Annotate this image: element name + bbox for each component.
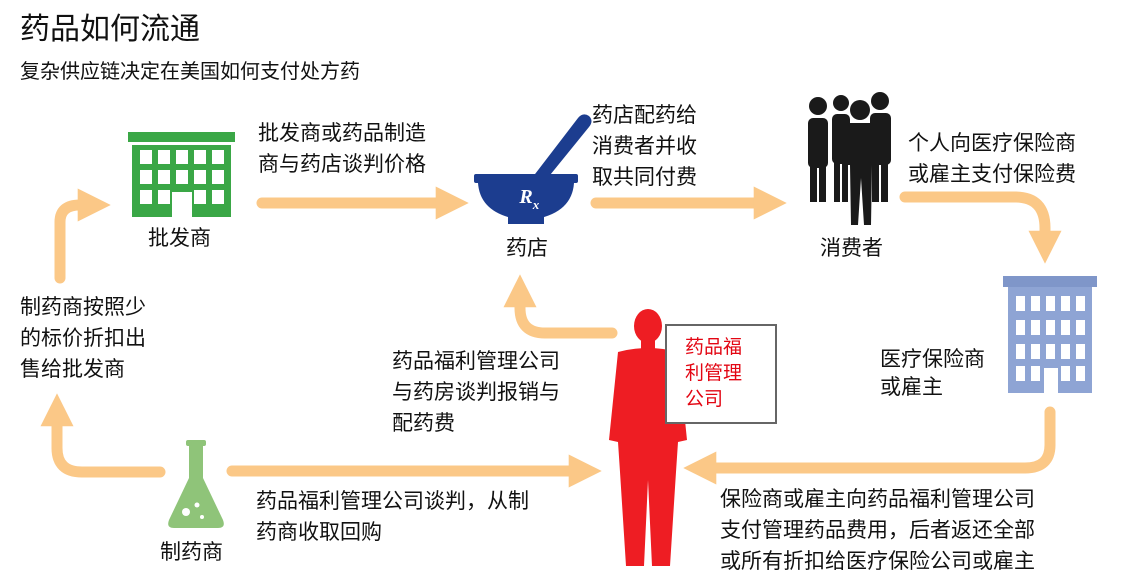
- flow-text-line: 或雇主支付保险费: [908, 162, 1076, 186]
- arrow-insurer-to-pbm: [683, 406, 1056, 485]
- flow-text-line: 支付管理药品费用，后者返还全部: [720, 518, 1035, 542]
- flow-text-consumer-insurer: 个人向医疗保险商 或雇主支付保险费: [908, 128, 1076, 190]
- svg-text:R: R: [518, 186, 532, 208]
- pbm-label-box: 药品福 利管理 公司: [665, 324, 777, 424]
- flow-text-line: 配药费: [392, 411, 455, 435]
- flow-text-line: 保险商或雇主向药品福利管理公司: [720, 487, 1035, 511]
- flow-text-insurer-pbm: 保险商或雇主向药品福利管理公司 支付管理药品费用，后者返还全部 或所有折扣给医疗…: [720, 484, 1035, 577]
- insurer-label: 医疗保险商 或雇主: [880, 345, 985, 401]
- arrow-manufacturer-to-manufacturer-loop: [40, 393, 166, 478]
- flow-text-line: 或所有折扣给医疗保险公司或雇主: [720, 549, 1035, 573]
- manufacturer-label: 制药商: [160, 540, 223, 564]
- flow-text-line: 商与药店谈判价格: [258, 152, 426, 176]
- insurer-label-line: 医疗保险商: [880, 347, 985, 371]
- pbm-label-line: 药品福: [685, 336, 743, 358]
- flow-text-line: 取共同付费: [592, 165, 697, 189]
- flow-text-pbm-pharmacy: 药品福利管理公司 与药房谈判报销与 配药费: [392, 346, 560, 439]
- flow-text-line: 售给批发商: [20, 357, 125, 381]
- page-title: 药品如何流通: [20, 12, 200, 47]
- wholesale-building-icon: [128, 132, 235, 217]
- pbm-label-line: 公司: [685, 388, 724, 410]
- wholesaler-label: 批发商: [148, 226, 211, 250]
- flask-icon: [168, 440, 224, 528]
- page-subtitle: 复杂供应链决定在美国如何支付处方药: [20, 59, 360, 83]
- flow-text-line: 与药房谈判报销与: [392, 380, 560, 404]
- flow-text-line: 批发商或药品制造: [258, 121, 426, 145]
- arrow-manufacturer-to-wholesaler: [54, 188, 111, 284]
- flow-text-line: 药品福利管理公司: [392, 349, 560, 373]
- consumers-silhouette-icon: [808, 92, 891, 225]
- flow-text-line: 药商收取回购: [256, 520, 382, 544]
- flow-text-line: 药店配药给: [592, 103, 697, 127]
- pbm-label-line: 利管理: [685, 362, 743, 384]
- insurer-label-line: 或雇主: [880, 375, 943, 399]
- flow-text-line: 制药商按照少: [20, 295, 146, 319]
- pharmacy-label: 药店: [506, 236, 548, 260]
- flow-text-wholesaler-pharmacy: 批发商或药品制造 商与药店谈判价格: [258, 118, 426, 180]
- svg-text:x: x: [532, 197, 540, 212]
- flow-text-line: 药品福利管理公司谈判，从制: [256, 489, 529, 513]
- consumer-label: 消费者: [820, 236, 883, 260]
- insurer-building-icon: [1003, 276, 1097, 393]
- flow-text-manufacturer-wholesaler: 制药商按照少 的标价折扣出 售给批发商: [20, 292, 146, 385]
- flow-text-line: 的标价折扣出: [20, 326, 146, 350]
- arrow-pbm-to-pharmacy: [503, 274, 618, 339]
- flow-text-line: 个人向医疗保险商: [908, 131, 1076, 155]
- flow-text-line: 消费者并收: [592, 134, 697, 158]
- flow-text-manufacturer-pbm: 药品福利管理公司谈判，从制 药商收取回购: [256, 486, 529, 548]
- mortar-pestle-icon: R x: [474, 114, 592, 224]
- flow-text-pharmacy-consumer: 药店配药给 消费者并收 取共同付费: [592, 100, 697, 193]
- arrow-consumer-to-insurer: [899, 191, 1062, 264]
